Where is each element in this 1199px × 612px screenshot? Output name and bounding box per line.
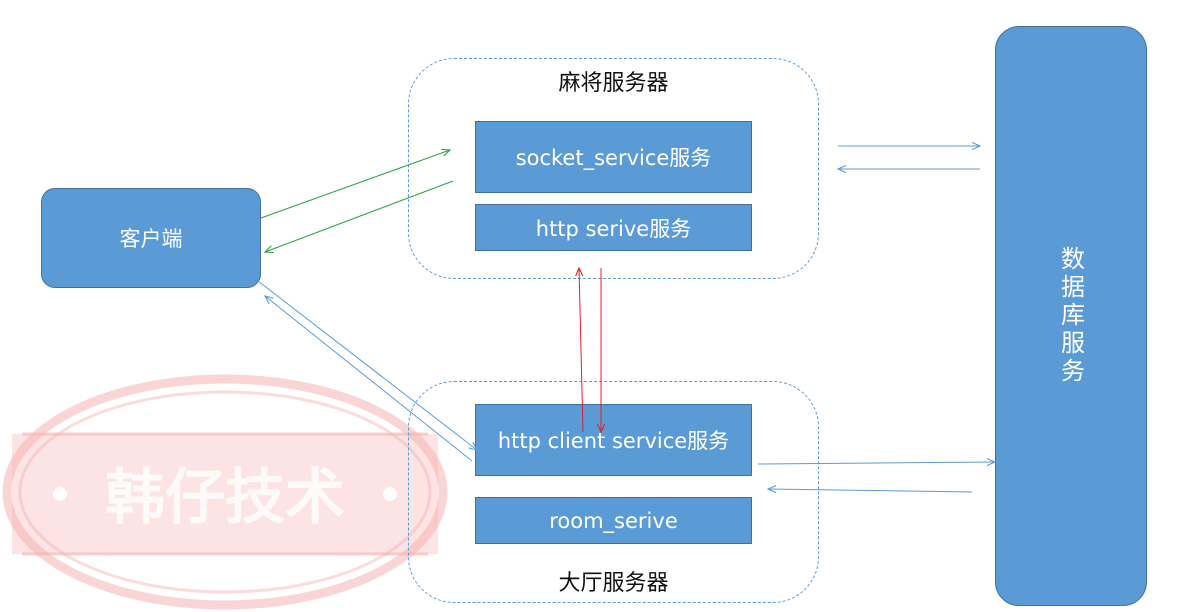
lobby-server-group: 大厅服务器 [408,381,819,603]
mahjong-server-group: 麻将服务器 [408,58,819,279]
arrow-client-to-lobby [257,280,477,450]
arrow-socket-to-client [265,180,454,252]
client-label: 客户端 [119,227,183,251]
http-client-service-label: http client service服务 [497,429,730,453]
http-service-box[interactable]: http serive服务 [475,204,752,251]
http-client-service-box[interactable]: http client service服务 [475,404,752,476]
socket-service-box[interactable]: socket_service服务 [475,121,752,193]
database-label: 数据库服务 [1056,246,1085,386]
arrow-lobby-to-db [757,462,995,464]
room-service-box[interactable]: room_serive [475,497,752,544]
mahjong-server-title: 麻将服务器 [558,71,669,96]
watermark-stamp: 韩仔技术 [2,374,448,610]
socket-service-label: socket_service服务 [515,146,712,170]
lobby-server-title: 大厅服务器 [558,571,669,596]
room-service-label: room_serive [549,508,678,533]
http-service-label: http serive服务 [535,216,692,241]
arrow-lobby-to-client [265,296,473,462]
client-box[interactable]: 客户端 [41,188,261,288]
database-box[interactable]: 数据库服务 [995,26,1147,606]
arrow-db-to-lobby [768,489,973,492]
arrow-lobby-to-http-service [579,268,584,433]
watermark-text: 韩仔技术 [105,463,345,533]
arrow-client-to-socket [260,150,450,219]
